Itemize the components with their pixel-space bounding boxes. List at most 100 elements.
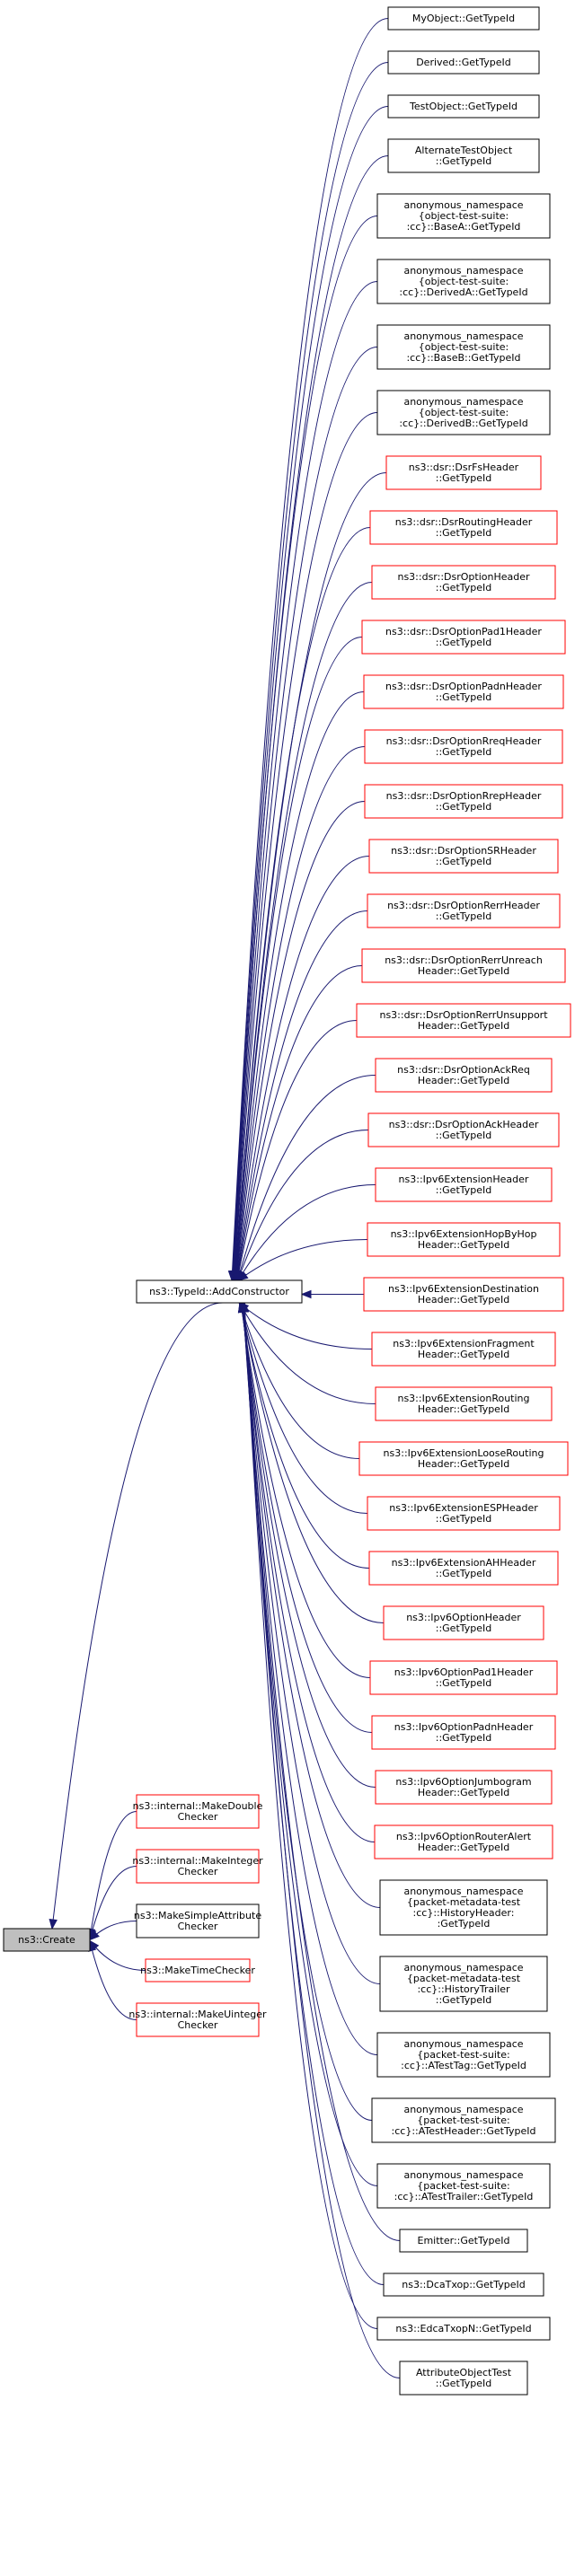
caller-node-label-line: ::GetTypeId bbox=[436, 1568, 492, 1579]
caller-node-label-line: ns3::DcaTxop::GetTypeId bbox=[402, 2279, 525, 2290]
caller-node-label-line: {object-test-suite: bbox=[419, 276, 509, 287]
caller-node[interactable]: ns3::dsr::DsrOptionAckReqHeader::GetType… bbox=[375, 1058, 553, 1093]
caller-node[interactable]: ns3::dsr::DsrOptionRerrHeader::GetTypeId bbox=[367, 893, 561, 928]
caller-node-label-line: ::GetTypeId bbox=[436, 691, 492, 703]
caller-node-label-line: anonymous_namespace bbox=[403, 2169, 523, 2181]
caller-node[interactable]: ns3::Ipv6OptionPadnHeader::GetTypeId bbox=[371, 1715, 556, 1750]
caller-node-label-line: ::GetTypeId bbox=[436, 1622, 492, 1634]
edge-caller-28 bbox=[239, 1302, 370, 1569]
caller-node[interactable]: anonymous_namespace{packet-test-suite::c… bbox=[371, 2097, 556, 2143]
caller-node[interactable]: ns3::Ipv6ExtensionLooseRoutingHeader::Ge… bbox=[358, 1441, 569, 1476]
edge-caller-27 bbox=[239, 1302, 368, 1514]
edge-caller-6 bbox=[233, 347, 378, 1281]
edge-creator-2-arrowhead bbox=[89, 1930, 100, 1941]
creator-node-label-line: ns3::internal::MakeUinteger bbox=[128, 2009, 267, 2020]
caller-node[interactable]: ns3::dsr::DsrOptionPad1Header::GetTypeId bbox=[361, 620, 566, 655]
caller-node[interactable]: Derived::GetTypeId bbox=[387, 50, 540, 75]
caller-node[interactable]: anonymous_namespace{packet-metadata-test… bbox=[379, 1956, 548, 2012]
caller-node[interactable]: ns3::dsr::DsrOptionSRHeader::GetTypeId bbox=[368, 839, 559, 874]
caller-node-label-line: {packet-metadata-test bbox=[407, 1896, 521, 1908]
caller-node-box bbox=[399, 2361, 528, 2396]
caller-node-label-line: ns3::Ipv6OptionPad1Header bbox=[394, 1666, 534, 1678]
caller-node[interactable]: anonymous_namespace{object-test-suite::c… bbox=[376, 259, 551, 304]
caller-node-label-line: Header::GetTypeId bbox=[418, 965, 509, 977]
caller-node[interactable]: anonymous_namespace{object-test-suite::c… bbox=[376, 390, 551, 435]
creator-node-label-line: Checker bbox=[178, 1921, 218, 1932]
caller-node[interactable]: ns3::EdcaTxopN::GetTypeId bbox=[376, 2317, 551, 2341]
caller-node[interactable]: ns3::Ipv6ExtensionFragmentHeader::GetTyp… bbox=[371, 1332, 556, 1367]
edge-caller-42-arrowhead bbox=[240, 1301, 250, 1313]
creator-node-label-line: Checker bbox=[178, 2019, 218, 2031]
edge-caller-35 bbox=[242, 1302, 381, 1984]
caller-node[interactable]: ns3::dsr::DsrOptionRrepHeader::GetTypeId bbox=[364, 784, 563, 819]
caller-node-box bbox=[361, 948, 566, 983]
caller-node[interactable]: anonymous_namespace{packet-test-suite::c… bbox=[376, 2163, 551, 2209]
creator-node[interactable]: ns3::MakeTimeChecker bbox=[140, 1958, 255, 1983]
caller-node-box bbox=[383, 2273, 544, 2297]
caller-node[interactable]: ns3::dsr::DsrOptionRerrUnreachHeader::Ge… bbox=[361, 948, 566, 983]
hub-node-add-constructor[interactable]: ns3::TypeId::AddConstructor bbox=[136, 1279, 303, 1304]
caller-node-box bbox=[371, 2097, 556, 2143]
caller-node[interactable]: ns3::Ipv6ExtensionAHHeader::GetTypeId bbox=[368, 1551, 559, 1586]
caller-node-label-line: TestObject::GetTypeId bbox=[409, 101, 518, 112]
caller-node[interactable]: ns3::dsr::DsrOptionAckHeader::GetTypeId bbox=[367, 1112, 560, 1147]
edge-caller-2 bbox=[232, 106, 389, 1281]
caller-node[interactable]: anonymous_namespace{object-test-suite::c… bbox=[376, 324, 551, 370]
caller-node[interactable]: ns3::Ipv6ExtensionDestinationHeader::Get… bbox=[363, 1277, 564, 1312]
caller-node-label-line: ns3::dsr::DsrOptionAckReq bbox=[397, 1064, 530, 1076]
edge-caller-19 bbox=[236, 1075, 376, 1281]
caller-node[interactable]: ns3::Ipv6ExtensionRoutingHeader::GetType… bbox=[375, 1386, 553, 1421]
edge-caller-14 bbox=[235, 801, 366, 1281]
caller-node[interactable]: ns3::Ipv6OptionJumbogramHeader::GetTypeI… bbox=[375, 1770, 553, 1805]
caller-node-box bbox=[367, 1222, 561, 1257]
caller-node-box bbox=[387, 50, 540, 75]
caller-node-label-line: ns3::dsr::DsrOptionPad1Header bbox=[385, 626, 542, 637]
caller-node[interactable]: ns3::Ipv6OptionHeader::GetTypeId bbox=[383, 1605, 544, 1640]
caller-node-label-line: ns3::dsr::DsrOptionRreqHeader bbox=[386, 735, 542, 747]
caller-node-box bbox=[371, 1332, 556, 1367]
edge-caller-23-arrowhead bbox=[300, 1289, 312, 1299]
caller-node-box bbox=[387, 6, 540, 31]
caller-node[interactable]: AlternateTestObject::GetTypeId bbox=[387, 138, 540, 173]
edge-caller-11 bbox=[234, 637, 363, 1281]
caller-node[interactable]: TestObject::GetTypeId bbox=[387, 94, 540, 119]
caller-node[interactable]: ns3::Ipv6OptionRouterAlertHeader::GetTyp… bbox=[374, 1824, 553, 1859]
caller-node[interactable]: ns3::dsr::DsrRoutingHeader::GetTypeId bbox=[369, 510, 558, 545]
caller-node-label-line: ::GetTypeId bbox=[436, 1677, 492, 1689]
creator-node-label-line: ns3::MakeTimeChecker bbox=[140, 1965, 255, 1976]
edge-caller-16 bbox=[235, 910, 368, 1281]
caller-node-box bbox=[379, 1956, 548, 2012]
caller-node[interactable]: anonymous_namespace{packet-metadata-test… bbox=[379, 1879, 548, 1936]
caller-node-label-line: anonymous_namespace bbox=[403, 199, 523, 211]
caller-node[interactable]: ns3::Ipv6ExtensionHeader::GetTypeId bbox=[375, 1167, 553, 1202]
caller-node[interactable]: anonymous_namespace{object-test-suite::c… bbox=[376, 193, 551, 239]
caller-node-label-line: ns3::dsr::DsrOptionPadnHeader bbox=[385, 681, 542, 692]
caller-node-label-line: ns3::dsr::DsrRoutingHeader bbox=[395, 516, 533, 528]
caller-node[interactable]: ns3::Ipv6ExtensionESPHeader::GetTypeId bbox=[367, 1496, 561, 1531]
caller-node[interactable]: ns3::dsr::DsrFsHeader::GetTypeId bbox=[385, 455, 542, 490]
caller-node[interactable]: ns3::Ipv6ExtensionHopByHopHeader::GetTyp… bbox=[367, 1222, 561, 1257]
caller-node[interactable]: MyObject::GetTypeId bbox=[387, 6, 540, 31]
caller-node[interactable]: ns3::dsr::DsrOptionRerrUnsupportHeader::… bbox=[356, 1003, 571, 1038]
caller-node[interactable]: ns3::Ipv6OptionPad1Header::GetTypeId bbox=[369, 1660, 558, 1695]
caller-node[interactable]: anonymous_namespace{packet-test-suite::c… bbox=[376, 2032, 551, 2078]
caller-node[interactable]: ns3::dsr::DsrOptionRreqHeader::GetTypeId bbox=[364, 729, 563, 764]
caller-node[interactable]: ns3::DcaTxop::GetTypeId bbox=[383, 2273, 544, 2297]
caller-node-label-line: ns3::Ipv6ExtensionFragment bbox=[393, 1338, 535, 1350]
caller-node[interactable]: ns3::dsr::DsrOptionPadnHeader::GetTypeId bbox=[363, 674, 564, 709]
caller-node-label-line: :cc}::BaseA::GetTypeId bbox=[407, 221, 521, 233]
root-node-ns3-create[interactable]: ns3::Create bbox=[3, 1928, 91, 1952]
caller-node-label-line: Header::GetTypeId bbox=[418, 1458, 509, 1470]
caller-node-label-line: Header::GetTypeId bbox=[418, 1349, 509, 1360]
caller-node[interactable]: Emitter::GetTypeId bbox=[399, 2229, 528, 2253]
caller-node[interactable]: AttributeObjectTest::GetTypeId bbox=[399, 2361, 528, 2396]
edge-caller-37 bbox=[242, 1302, 373, 2121]
edge-caller-20 bbox=[237, 1130, 369, 1281]
caller-node[interactable]: ns3::dsr::DsrOptionHeader::GetTypeId bbox=[371, 565, 556, 600]
caller-node-label-line: :cc}::ATestTrailer::GetTypeId bbox=[394, 2191, 534, 2202]
